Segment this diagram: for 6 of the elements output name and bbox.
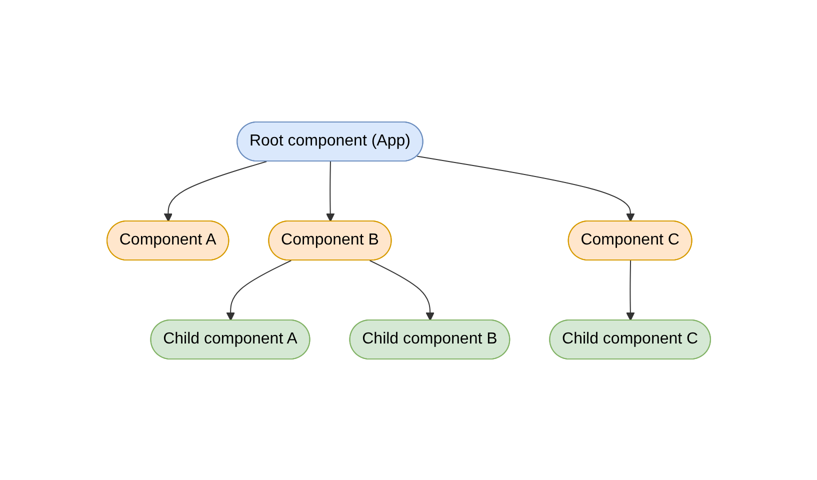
arrow — [416, 155, 635, 222]
arrow — [369, 260, 434, 320]
arrow — [626, 260, 635, 320]
arrow — [226, 260, 292, 320]
arrow — [164, 160, 267, 222]
arrow — [326, 160, 334, 222]
